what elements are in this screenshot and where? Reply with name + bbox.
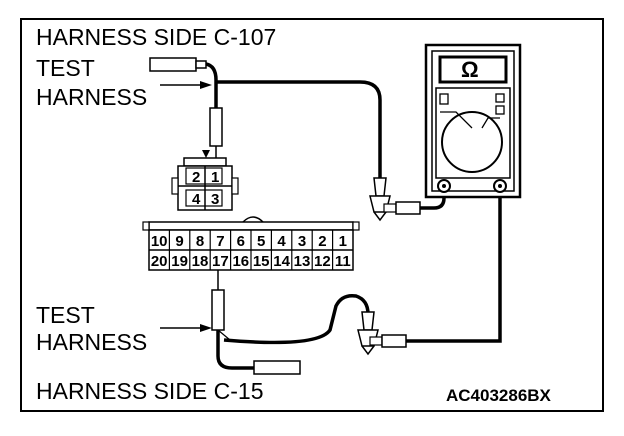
ohm-symbol: Ω <box>461 57 479 82</box>
bottom-test-arrow <box>160 324 212 332</box>
lower-lead-cable <box>223 293 370 345</box>
connector-c107: 2 1 4 3 <box>171 150 239 211</box>
c15-pin-7: 7 <box>216 233 224 250</box>
bottom-harness-label: HARNESS <box>36 329 147 355</box>
c15-pin-18: 18 <box>192 253 209 270</box>
c15-pin-5: 5 <box>257 233 265 250</box>
c15-pin-10: 10 <box>151 233 168 250</box>
top-title: HARNESS SIDE C-107 <box>36 24 276 50</box>
meter-lead-right <box>406 186 502 343</box>
top-test-arrow <box>160 81 212 89</box>
c15-pin-3: 3 <box>298 233 306 250</box>
c15-pin-14: 14 <box>273 253 290 270</box>
c107-pin-4: 4 <box>192 191 201 208</box>
c15-pin-20: 20 <box>151 253 168 270</box>
top-harness-label: HARNESS <box>36 84 147 110</box>
c15-pin-9: 9 <box>175 233 183 250</box>
diagram-border <box>20 18 604 412</box>
c15-pin-15: 15 <box>253 253 270 270</box>
bottom-test-harness <box>211 270 301 375</box>
c107-pin-3: 3 <box>211 191 219 208</box>
c15-pin-12: 12 <box>314 253 331 270</box>
upper-lead-cable <box>216 80 382 178</box>
meter-display <box>438 55 508 84</box>
lower-alligator-clip <box>357 311 407 356</box>
c15-pin-1: 1 <box>339 233 347 250</box>
c15-pin-8: 8 <box>196 233 204 250</box>
c15-pin-13: 13 <box>294 253 311 270</box>
bottom-title: HARNESS SIDE C-15 <box>36 378 264 404</box>
top-test-label: TEST <box>36 55 95 81</box>
c15-pin-6: 6 <box>237 233 245 250</box>
c15-pin-16: 16 <box>232 253 249 270</box>
figure-code: AC403286BX <box>446 386 552 405</box>
c107-pin-1: 1 <box>211 169 219 186</box>
ohmmeter: Ω <box>424 43 522 199</box>
c15-pin-4: 4 <box>277 233 286 250</box>
c15-pin-17: 17 <box>212 253 229 270</box>
bottom-test-label: TEST <box>36 302 95 328</box>
c15-pin-19: 19 <box>171 253 188 270</box>
meter-dial <box>441 111 503 173</box>
c15-pin-11: 11 <box>335 253 351 270</box>
top-test-harness <box>149 57 223 162</box>
c15-pin-2: 2 <box>318 233 326 250</box>
c107-pin-2: 2 <box>192 169 200 186</box>
upper-alligator-clip <box>369 177 421 222</box>
